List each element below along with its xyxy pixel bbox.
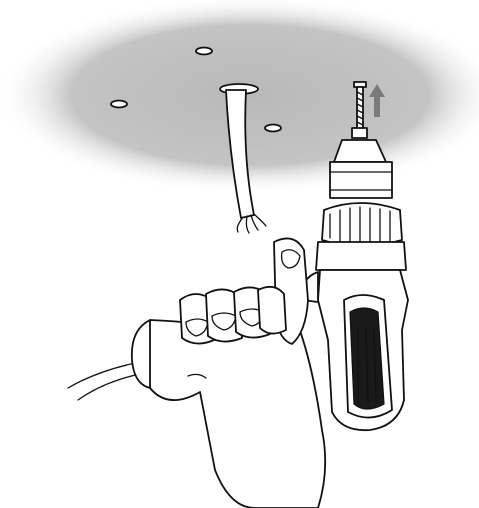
hand-icon [132, 238, 325, 508]
power-cord-icon [68, 362, 140, 388]
